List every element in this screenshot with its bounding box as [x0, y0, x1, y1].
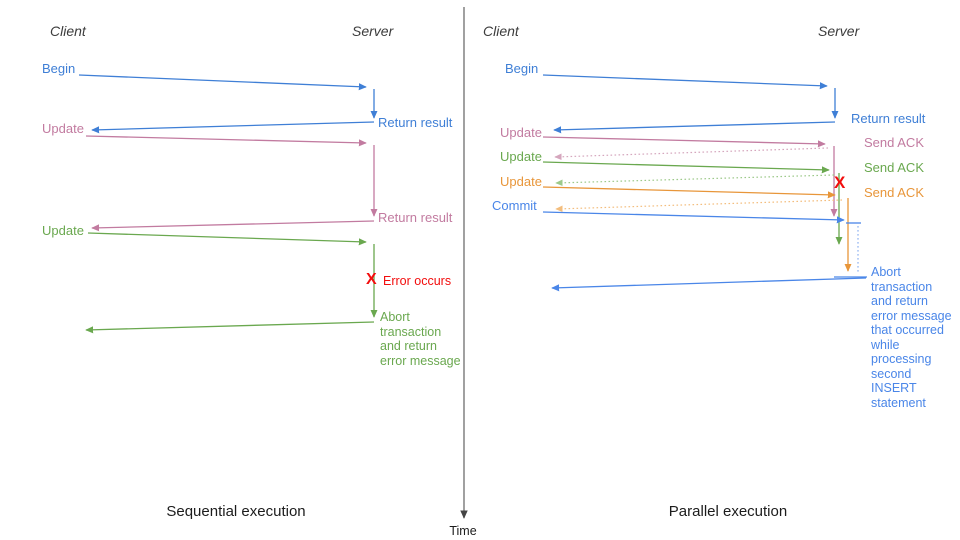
- seq-return-result-1-arrow: [91, 121, 375, 134]
- par-send-ack-2-arrow: [555, 174, 835, 187]
- seq-update-2-label: Update: [42, 223, 84, 238]
- time-axis-label: Time: [449, 524, 477, 538]
- seq-abort-line-1: Abort: [380, 310, 410, 324]
- par-server-label: Server: [818, 23, 860, 39]
- seq-return-result-1-label: Return result: [378, 115, 453, 130]
- par-abort-line-8: second: [871, 366, 912, 381]
- par-update-2-label: Update: [500, 149, 542, 164]
- seq-caption: Sequential execution: [166, 503, 306, 520]
- seq-update-1-arrow: [85, 135, 367, 147]
- seq-update-1-label: Update: [42, 121, 84, 136]
- par-caption: Parallel execution: [668, 503, 788, 520]
- par-return-result-arrow: [553, 121, 836, 134]
- par-update-2-arrow: [542, 161, 830, 174]
- seq-server-label: Server: [352, 23, 394, 39]
- par-return-result-label: Return result: [851, 111, 926, 126]
- par-abort-line-3: and return: [871, 294, 928, 308]
- seq-abort-message: Abort transaction and return error messa…: [380, 310, 461, 368]
- seq-return-result-2-label: Return result: [378, 210, 453, 225]
- par-abort-line-2: transaction: [871, 279, 933, 294]
- seq-begin-arrow: [78, 74, 367, 91]
- par-abort-return-arrow: [551, 277, 867, 292]
- par-abort-line-10: statement: [871, 395, 926, 410]
- par-commit-label: Commit: [492, 198, 537, 213]
- par-abort-line-6: while: [871, 337, 900, 352]
- par-error-x-icon: X: [834, 173, 846, 192]
- par-send-ack-3-label: Send ACK: [864, 185, 924, 200]
- par-update-1-label: Update: [500, 125, 542, 140]
- par-abort-message: Abort transaction and return error messa…: [871, 265, 952, 410]
- par-send-ack-2-label: Send ACK: [864, 160, 924, 175]
- par-send-ack-3-arrow: [555, 199, 843, 213]
- par-abort-line-5: that occurred: [871, 323, 944, 337]
- seq-begin-label: Begin: [42, 61, 76, 76]
- par-abort-line-1: Abort: [871, 265, 901, 279]
- par-send-ack-1-label: Send ACK: [864, 135, 924, 150]
- seq-abort-line-3: and return: [380, 339, 437, 353]
- seq-abort-line-4: error message: [380, 353, 461, 368]
- seq-abort-return-arrow: [85, 321, 375, 334]
- par-abort-line-9: INSERT: [871, 381, 917, 395]
- par-abort-line-4: error message: [871, 308, 952, 323]
- par-begin-arrow: [542, 74, 828, 90]
- seq-abort-line-2: transaction: [380, 324, 442, 339]
- par-abort-line-7: processing: [871, 352, 932, 366]
- par-send-ack-1-arrow: [554, 147, 829, 161]
- par-client-label: Client: [483, 23, 519, 39]
- seq-error-label: Error occurs: [383, 274, 452, 288]
- par-commit-arrow: [542, 211, 845, 224]
- seq-return-result-2-arrow: [91, 220, 375, 232]
- par-update-3-label: Update: [500, 174, 542, 189]
- par-update-3-arrow: [542, 186, 836, 199]
- seq-error-x-icon: X: [366, 271, 377, 288]
- par-update-1-arrow: [542, 136, 826, 148]
- seq-client-label: Client: [50, 23, 86, 39]
- seq-update-2-arrow: [87, 232, 367, 246]
- par-begin-label: Begin: [505, 61, 539, 76]
